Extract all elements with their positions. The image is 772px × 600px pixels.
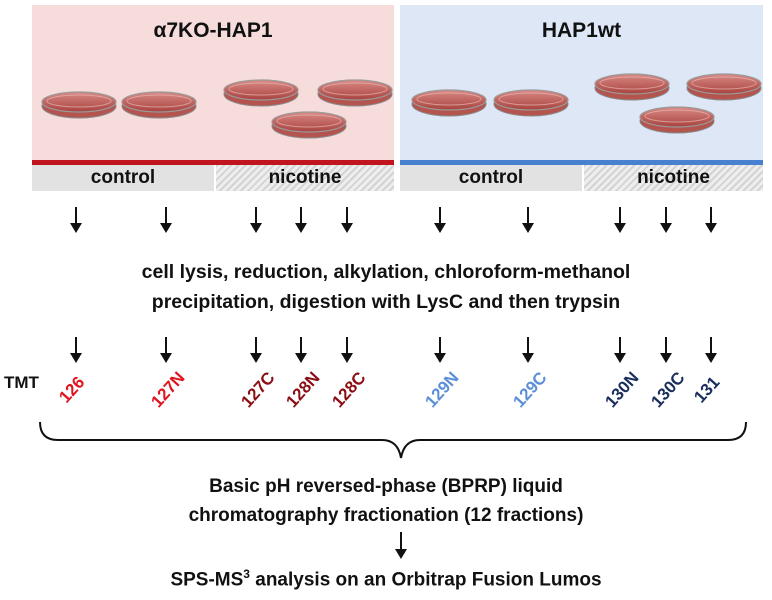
wt-accent-bar (400, 160, 763, 165)
culture-dish-icon (686, 73, 762, 101)
processing-step: cell lysis, reduction, alkylation, chlor… (0, 257, 772, 317)
analysis-step: SPS-MS3 analysis on an Orbitrap Fusion L… (0, 567, 772, 591)
culture-dish-icon (271, 111, 347, 139)
culture-dish-icon (317, 79, 393, 107)
ko-panel-title: α7KO-HAP1 (153, 19, 273, 42)
fractionation-step: Basic pH reversed-phase (BPRP) liquid ch… (0, 472, 772, 530)
ko-nicotine-label: nicotine (216, 165, 394, 191)
culture-dish-icon (41, 91, 117, 119)
processing-step-line1: cell lysis, reduction, alkylation, chlor… (141, 261, 631, 283)
wt-nicotine-label: nicotine (584, 165, 763, 191)
ko-control-label: control (32, 165, 214, 191)
wt-control-label: control (400, 165, 582, 191)
fractionation-step-line2: chromatography fractionation (12 fractio… (188, 505, 584, 526)
culture-dish-icon (639, 106, 715, 134)
ko-accent-bar (32, 160, 394, 165)
culture-dish-icon (493, 89, 569, 117)
tmt-label: TMT (4, 373, 39, 392)
analysis-step-prefix: SPS-MS (170, 569, 244, 591)
wt-panel-title: HAP1wt (541, 19, 622, 42)
analysis-step-superscript: 3 (243, 567, 250, 581)
culture-dish-icon (411, 89, 487, 117)
processing-step-line2: precipitation, digestion with LysC and t… (151, 291, 621, 313)
culture-dish-icon (594, 73, 670, 101)
culture-dish-icon (223, 79, 299, 107)
analysis-step-suffix: analysis on an Orbitrap Fusion Lumos (249, 569, 602, 591)
fractionation-step-line1: Basic pH reversed-phase (BPRP) liquid (209, 476, 563, 497)
culture-dish-icon (121, 91, 197, 119)
